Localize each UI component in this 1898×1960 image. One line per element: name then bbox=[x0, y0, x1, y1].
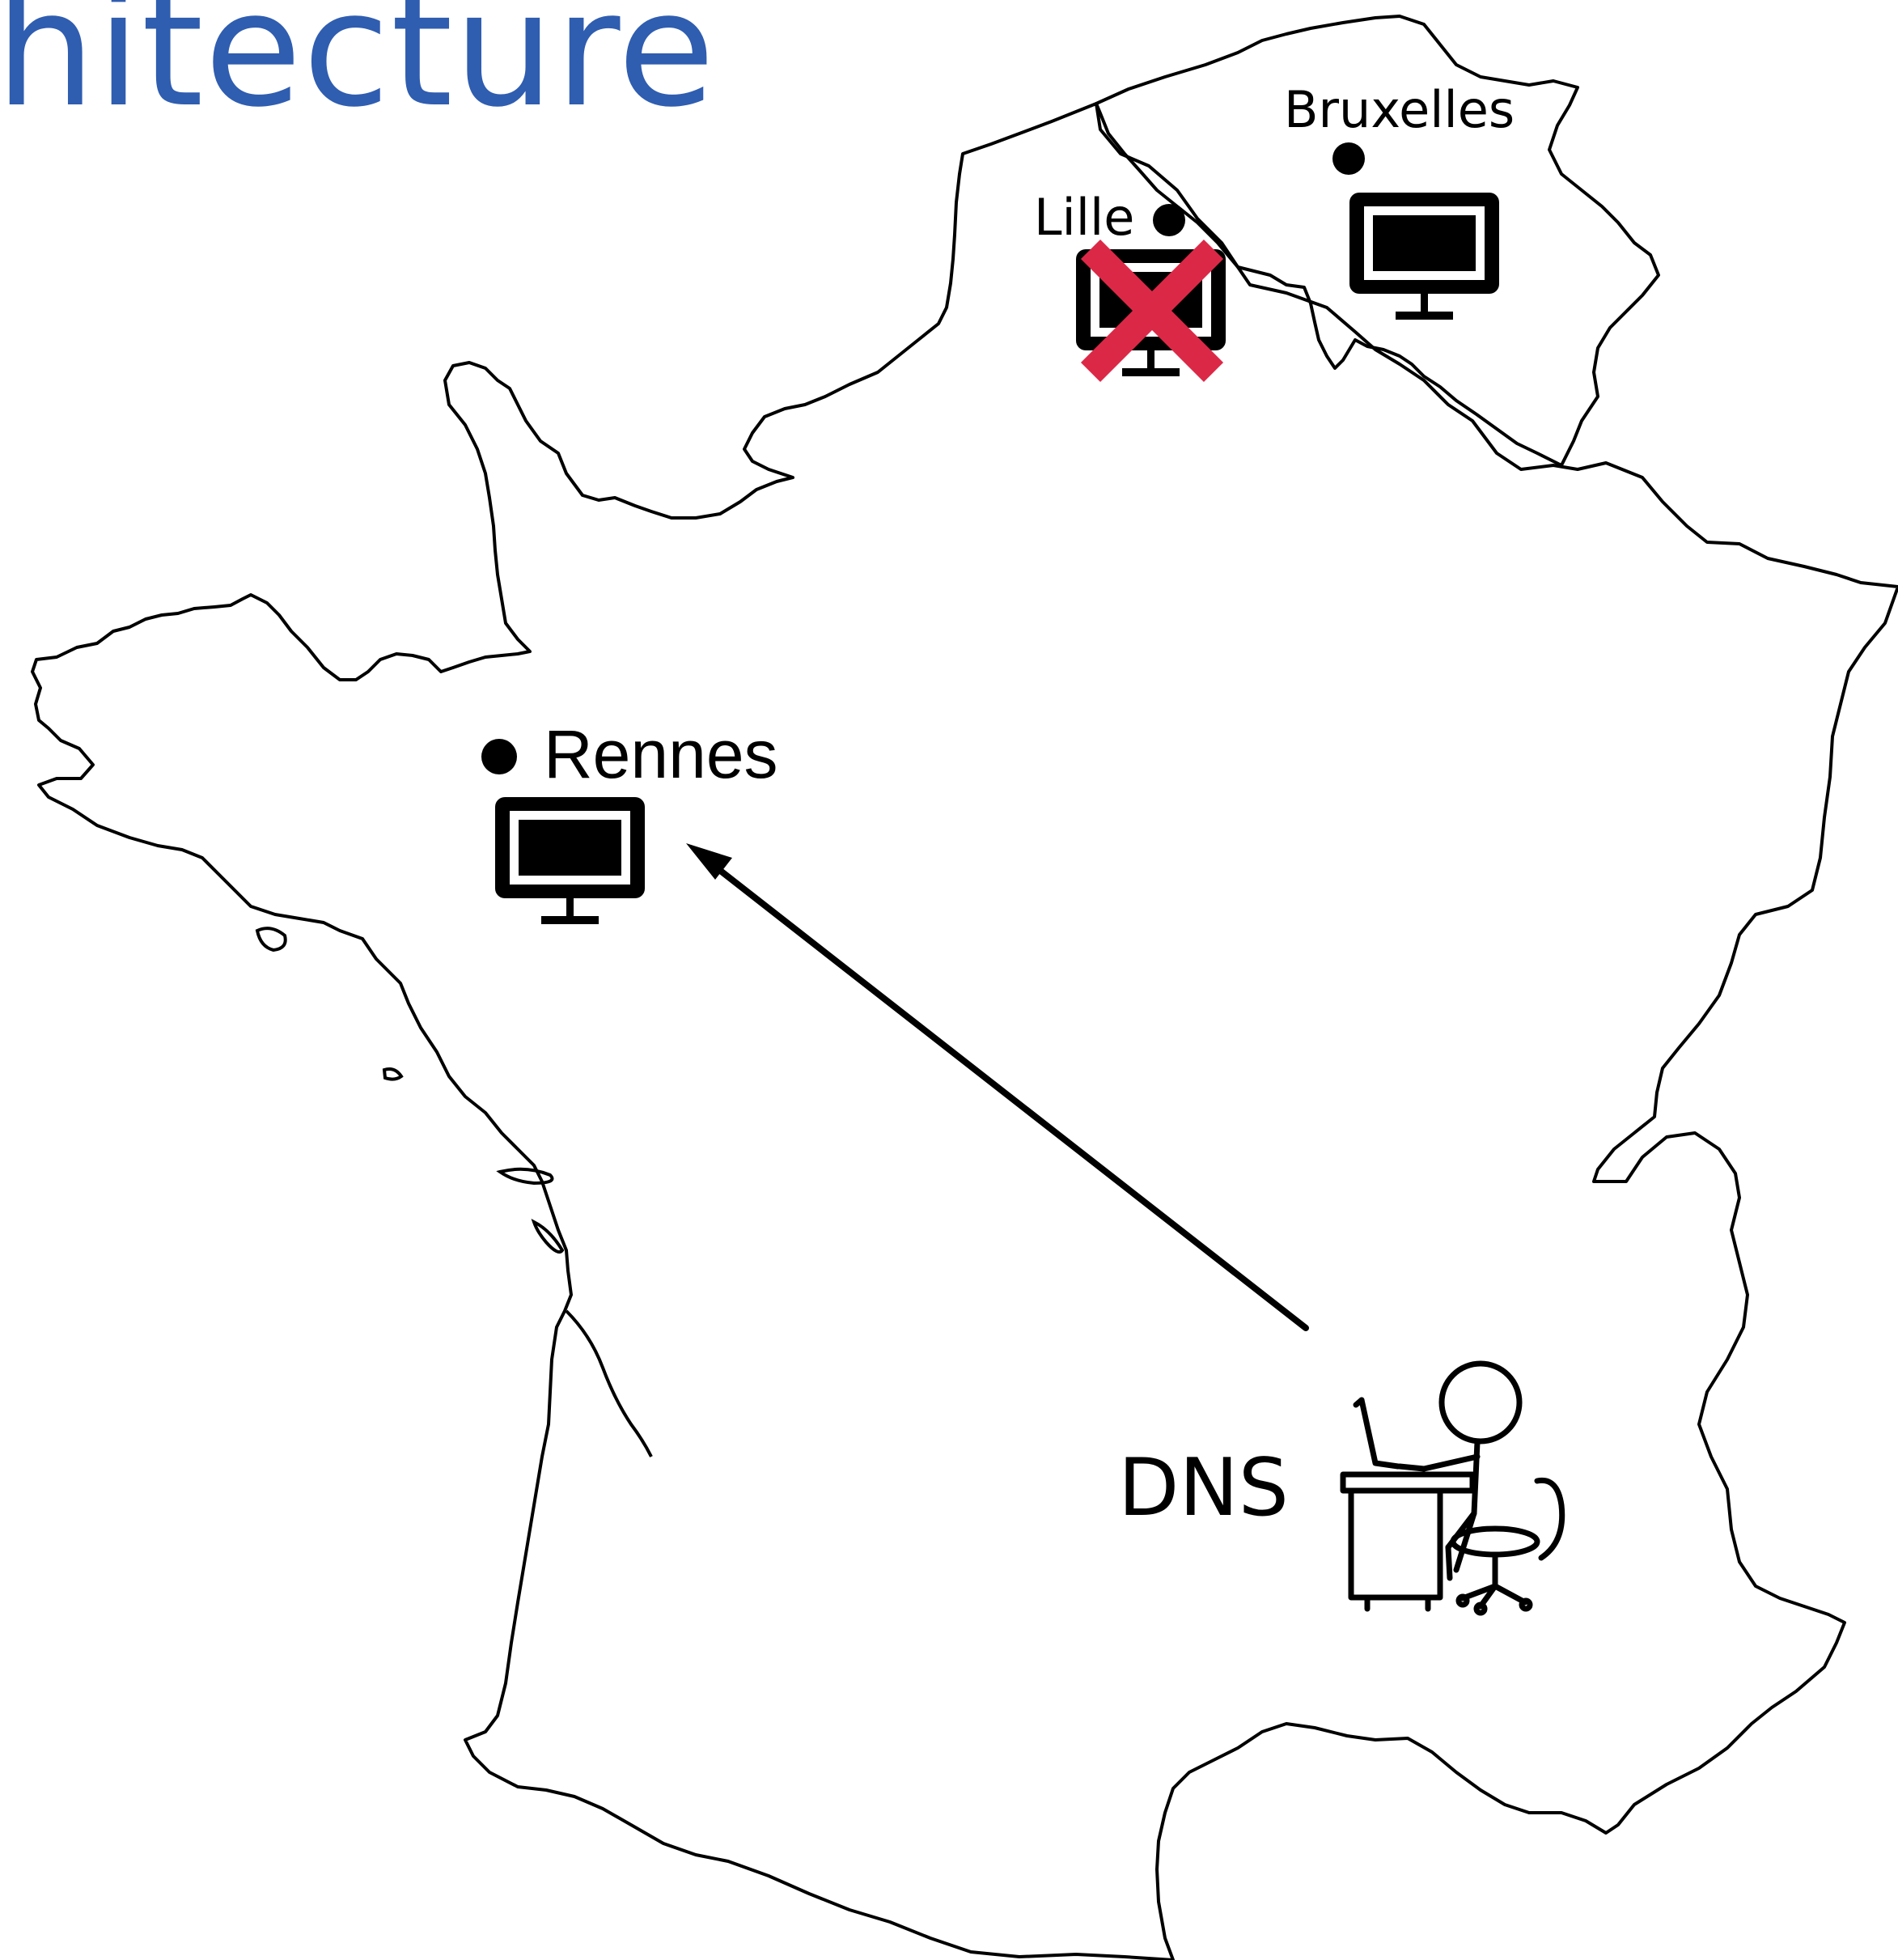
island-outline bbox=[531, 1219, 565, 1254]
server-down-x-icon bbox=[1080, 239, 1224, 383]
france-outline bbox=[31, 102, 1898, 1960]
bruxelles-city-dot bbox=[1332, 142, 1365, 175]
bruxelles-label: Bruxelles bbox=[1284, 80, 1515, 139]
slide-title: hitecture bbox=[0, 0, 716, 142]
island-outline bbox=[255, 927, 287, 952]
belgium-outline bbox=[1095, 15, 1660, 467]
island-outline bbox=[382, 1067, 404, 1081]
bruxelles-server-icon bbox=[1349, 193, 1499, 320]
dns-label: DNS bbox=[1118, 1442, 1289, 1534]
lille-city-dot bbox=[1153, 204, 1185, 236]
rennes-city-dot bbox=[481, 739, 517, 774]
rennes-server-icon bbox=[495, 797, 645, 924]
dns-to-rennes-arrow bbox=[686, 843, 1309, 1331]
rennes-label: Rennes bbox=[544, 716, 778, 792]
person-at-desk-icon bbox=[1340, 1360, 1565, 1616]
lille-label: Lille bbox=[1034, 188, 1135, 247]
estuary-outline bbox=[565, 1309, 653, 1457]
island-outline bbox=[496, 1167, 554, 1186]
